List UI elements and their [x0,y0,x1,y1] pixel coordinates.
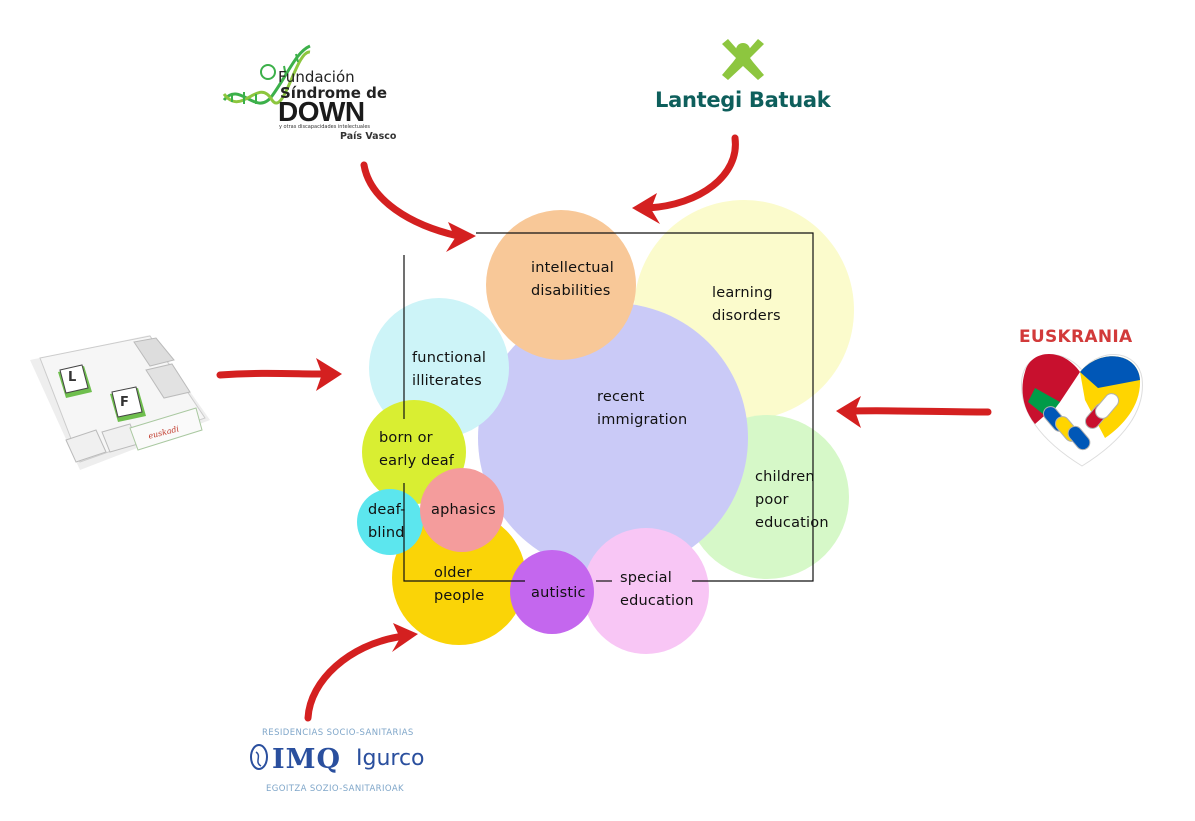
label-functional-illiterates: functional illiterates [412,347,486,393]
label-line: immigration [597,412,688,428]
arrow-from-lf [216,369,326,379]
label-intellectual-disabilities: intellectual disabilities [531,257,614,303]
label-aphasics: aphasics [431,499,496,522]
imq-main-text: IMQ [272,744,342,775]
label-line: born or [379,430,433,446]
arrowhead-fundacion [446,222,476,252]
label-line: education [755,515,829,531]
label-line: recent [597,389,645,405]
arrow-from-fundacion [360,161,462,240]
imq-icon [250,744,268,770]
label-recent-immigration: recent immigration [597,386,687,432]
label-line: children [755,469,815,485]
imq-sub-text: Igurco [356,746,425,771]
fundacion-line1: Fundación [278,68,355,86]
label-learning-disorders: learning disorders [712,282,781,328]
circle-deafblind [357,489,423,555]
label-line: intellectual [531,260,614,276]
circle-older [392,511,526,645]
label-line: poor [755,492,789,508]
arrowhead-lantegi [632,193,660,224]
label-line: disorders [712,308,781,324]
circle-aphasics [420,468,504,552]
fundacion-line3: DOWN [278,96,365,127]
label-line: illiterates [412,373,482,389]
fundacion-line5: País Vasco [340,131,397,142]
label-line: people [434,588,485,604]
label-deaf-blind: deaf- blind [368,499,406,545]
label-line: early deaf [379,453,455,469]
label-children-poor-education: children poor education [755,466,829,535]
lantegi-logo-text: Lantegi Batuak [655,88,831,112]
euskrania-logo-text: EUSKRANIA [1019,327,1133,347]
label-autistic: autistic [531,582,586,605]
label-born-or-early-deaf: born or early deaf [379,427,454,473]
fundacion-line2: Síndrome de [280,84,387,102]
heart-handshake-icon [1021,353,1143,467]
circle-recent [478,303,748,573]
arrowhead-imq [392,623,418,652]
label-line: education [620,593,694,609]
key-f [110,386,146,422]
person-icon [722,39,764,80]
circle-autistic [510,550,594,634]
arrowhead-lf [316,358,342,391]
lf-keyboard-logo [30,335,210,470]
label-line: aphasics [431,502,496,518]
key-l-label: L [68,370,77,385]
arrowhead-euskrania [836,396,861,428]
arrow-from-euskrania [851,407,992,416]
circle-special [583,528,709,654]
key-l [58,364,92,398]
label-line: blind [368,525,405,541]
fundacion-line4: y otras discapacidades intelectuales [279,124,370,130]
circle-intellectual [486,210,636,360]
dna-icon [222,44,311,105]
label-line: special [620,570,672,586]
label-line: autistic [531,585,586,601]
label-special-education: special education [620,567,694,613]
label-older-people: older people [434,562,484,608]
label-line: learning [712,285,773,301]
arrow-from-lantegi [644,134,739,212]
label-line: functional [412,350,487,366]
imq-bottom-text: EGOITZA SOZIO-SANITARIOAK [266,784,405,794]
arrow-from-imq [304,633,402,722]
label-line: disabilities [531,283,611,299]
label-line: deaf- [368,502,406,518]
frame-lines [403,232,814,582]
imq-top-text: RESIDENCIAS SOCIO-SANITARIAS [262,728,414,738]
label-line: older [434,565,472,581]
key-f-label: F [120,395,129,410]
